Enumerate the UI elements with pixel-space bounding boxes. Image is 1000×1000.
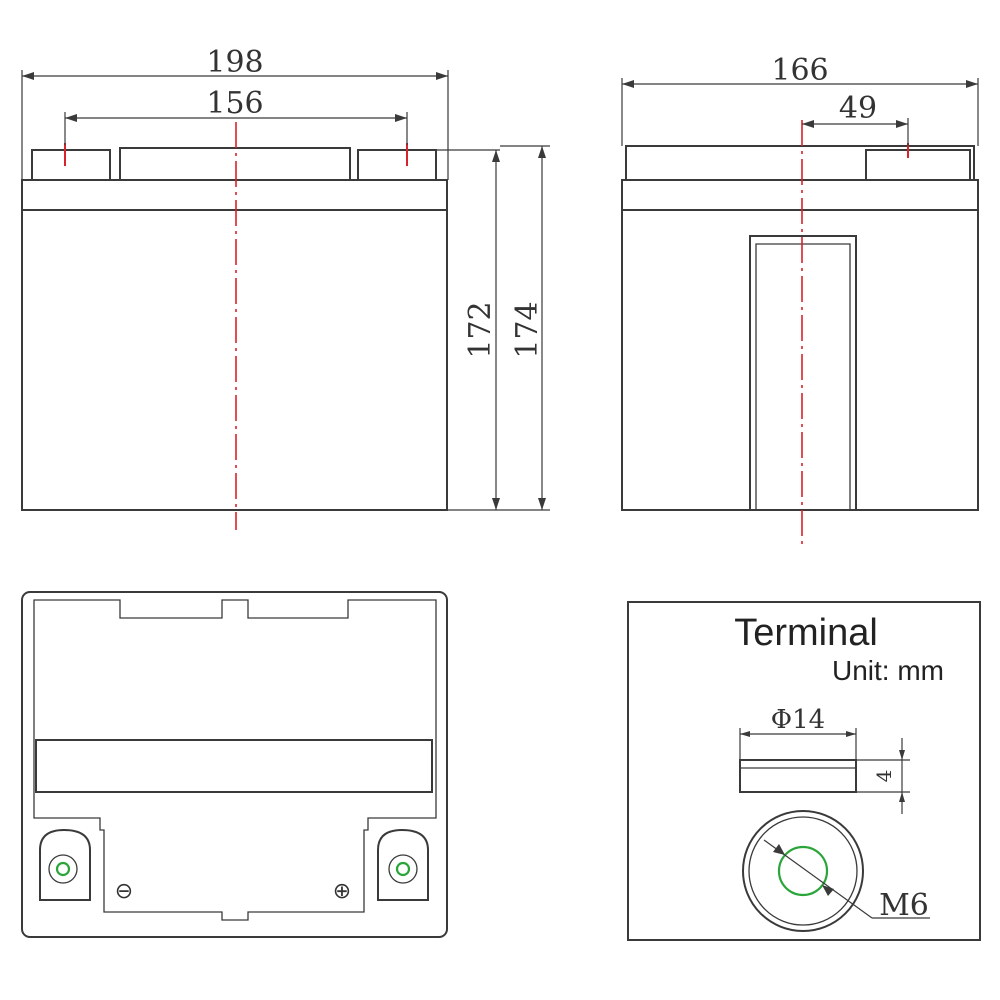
- side-lid: [621, 179, 979, 211]
- dim-166-label: 166: [771, 53, 828, 88]
- front-top-right-post-housing: [357, 149, 437, 181]
- dim-49-arrow-left: [802, 120, 814, 128]
- front-body: [21, 209, 448, 511]
- dim-156-arrow-right: [395, 114, 407, 122]
- dim-49-label: 49: [839, 91, 877, 126]
- front-lid: [21, 179, 448, 211]
- side-handle-inner: [755, 243, 851, 510]
- dim-4-arrow-top: [899, 750, 905, 760]
- terminal-profile: [739, 759, 857, 793]
- dim-172-arrow-bottom: [492, 498, 500, 510]
- dim-156-label: 156: [206, 86, 263, 121]
- top-view: ⊖ ⊕: [21, 591, 448, 938]
- dim-198-arrow-right: [436, 72, 448, 80]
- side-body: [621, 209, 979, 511]
- front-top-left-post-housing: [31, 149, 111, 181]
- dim-166-arrow-left: [622, 80, 634, 88]
- front-view: 198 156 172 174: [21, 45, 550, 530]
- dim-174-arrow-bottom: [538, 498, 546, 510]
- top-view-left-terminal-green: [55, 861, 71, 877]
- top-view-right-terminal-green: [395, 861, 411, 877]
- dim-198-label: 198: [206, 45, 263, 80]
- dim-phi14-label: Φ14: [771, 705, 825, 735]
- dim-phi14-arrow-right: [846, 731, 856, 737]
- top-view-right-terminal-outer: [388, 854, 418, 884]
- dim-m6-label: M6: [879, 888, 929, 923]
- terminal-detail-frame: [627, 601, 981, 941]
- dim-m6-arrow: [773, 844, 785, 855]
- side-terminal-housing: [865, 149, 971, 181]
- dim-172-label: 172: [463, 301, 498, 358]
- dim-49-arrow-right: [896, 120, 908, 128]
- top-view-inner-outline: [33, 599, 437, 921]
- terminal-top-hole: [777, 845, 829, 897]
- top-view-label-strip: [35, 739, 433, 793]
- dim-4-label: 4: [872, 770, 896, 783]
- dim-174-label: 174: [510, 301, 545, 358]
- top-view-left-terminal-pad: [39, 828, 91, 901]
- negative-polarity-symbol: ⊖: [115, 879, 133, 904]
- dim-156-arrow-left: [65, 114, 77, 122]
- dim-m6-arrow-2: [822, 885, 834, 896]
- terminal-title: Terminal: [734, 612, 878, 654]
- terminal-top-inner: [748, 816, 858, 926]
- dim-198-arrow-left: [22, 72, 34, 80]
- dim-166-arrow-right: [966, 80, 978, 88]
- terminal-top-outer: [742, 810, 864, 932]
- top-view-outer: [21, 591, 448, 938]
- side-view: 166 49: [621, 53, 979, 545]
- dim-172-arrow-top: [492, 150, 500, 162]
- dim-phi14-arrow-left: [740, 731, 750, 737]
- top-view-left-terminal-outer: [48, 854, 78, 884]
- front-top-center-block: [119, 147, 351, 181]
- positive-polarity-symbol: ⊕: [333, 879, 351, 904]
- dim-174-arrow-top: [538, 146, 546, 158]
- top-view-right-terminal-pad: [377, 828, 429, 901]
- dim-4-arrow-bottom: [899, 792, 905, 802]
- side-handle-outer: [749, 235, 857, 510]
- terminal-detail: Terminal Unit: mm Φ14 4 M6: [627, 601, 981, 941]
- terminal-unit-label: Unit: mm: [832, 655, 944, 686]
